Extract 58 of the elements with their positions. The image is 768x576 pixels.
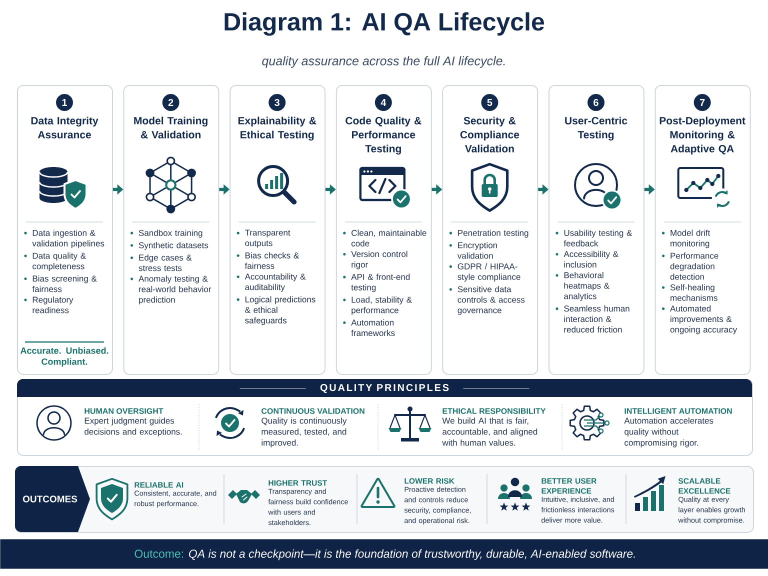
step-heading: User-Centric Testing [565,116,628,141]
bullet-text: Automation frameworks [351,319,395,336]
step-number: 3 [268,94,286,111]
bullet-text: Data ingestion & validation pipelines [32,230,104,248]
bullet-text: Accountability & auditability [244,273,306,292]
principle-text: Automation accelerates quality without compromising rigor. [624,417,714,448]
bullet-text: Logical predictions & ethical safeguards [245,296,316,326]
step-number: 1 [56,94,73,111]
tagline: Accurate. Unbiased. Compliant. [20,347,108,367]
step-heading: Security & Compliance Validation [460,116,520,152]
step-heading: Data Integrity Assurance [31,116,98,138]
bullet-text: Version control rigor [351,250,408,270]
bullet-text: Accessibility & inclusion [564,250,618,268]
heading-tab: OUTCOMES [15,466,90,532]
step-number: 2 [162,94,180,111]
step-number: 7 [694,94,711,111]
step-number: 4 [374,94,392,111]
principle-heading: CONTINUOUS VALIDATION [262,408,364,414]
principle-text: We build AI that is fair, accountable, and aligned with human values. [442,417,538,446]
bullet-text: Penetration testing [458,230,528,238]
bullet-text: Performance degradation detection [670,252,718,280]
bullet-text: Model drift monitoring [670,230,710,248]
step-number: 5 [481,94,498,111]
bullet-text: Bias checks & fairness [244,252,299,269]
bullet-text: Load, stability & performance [352,296,412,315]
title: Diagram 1: AI QA Lifecycle [224,12,544,36]
step-heading: Model Training & Validation [134,116,208,138]
step-heading: Code Quality & Performance Testing [346,116,422,155]
step-heading: Explainability & Ethical Testing [238,116,316,141]
bullet-text: Clean, maintainable code [351,230,426,246]
bullet-text: Bias screening & fairness [32,275,97,292]
bullet-text: Synthetic datasets [138,242,208,250]
bullet-text: Behavioral heatmaps & analytics [564,272,610,301]
step-heading: Post-Deployment Monitoring & Adaptive QA [660,116,746,154]
principle-text: Expert judgment guides decisions and exceptions. [84,417,182,436]
principle-heading: ETHICAL RESPONSIBILITY [442,408,546,414]
bullet-text: Anomaly testing & real-world behavior prediction [138,276,212,304]
bullet-text: Data quality & completeness [32,252,86,271]
bullet-text: Sandbox training [138,230,202,238]
bullet-text: Sensitive data controls & access governance [458,286,525,315]
panel-header: QUALITY PRINCIPLES [17,379,752,397]
step-number: 6 [588,94,604,111]
principle-heading: INTELLIGENT AUTOMATION [624,408,732,414]
bullet-text: Seamless human interaction & reduced friction [564,305,630,333]
subtitle: quality assurance across the full AI lifecycle. [262,56,505,68]
bullet-text: Automated improvements & ongoing accuracy [670,305,738,334]
bullet-text: API & front-end testing [351,274,410,292]
footer-text: QA is not a checkpoint—it is the foundation of trustworthy, durable, AI-enabled software. [189,549,635,560]
principle-heading: HUMAN OVERSIGHT [84,408,164,414]
bullet-text: Edge cases & stress tests [138,254,192,272]
footer-label: Outcome: [134,550,183,558]
bullet-text: Transparent outputs [245,230,290,248]
bullet-text: Encryption validation [457,242,497,259]
bullet-text: Self-healing mechanisms [670,284,718,301]
bullet-text: GDPR / HIPAA-style compliance [458,263,520,282]
bullet-text: Regulatory readiness [32,296,74,314]
principle-text: Quality is continuously measured, tested, and improved. [262,417,347,448]
bullet-text: Usability testing & feedback [564,230,632,246]
